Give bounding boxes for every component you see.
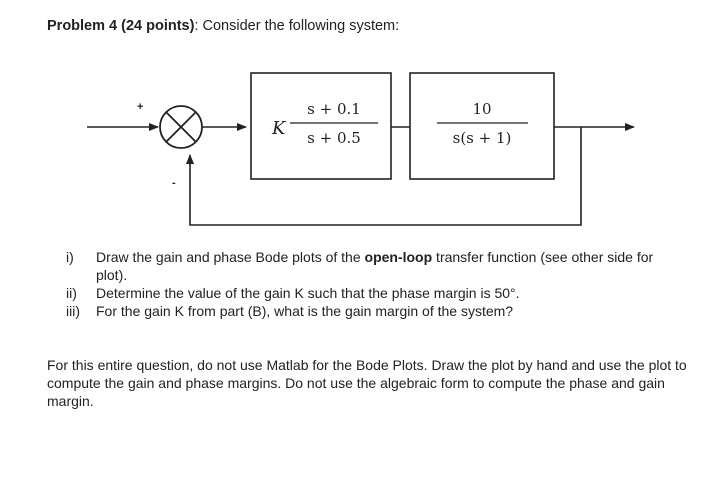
plus-sign: + — [137, 101, 143, 113]
task-text: Determine the value of the gain K such t… — [96, 285, 520, 301]
controller-numerator: s + 0.1 — [307, 100, 361, 118]
task-item: iii) For the gain K from part (B), what … — [66, 302, 656, 320]
summing-junction — [159, 105, 203, 149]
problem-title: Problem 4 (24 points) — [47, 18, 195, 34]
task-text: For the gain K from part (B), what is th… — [96, 303, 514, 319]
task-list: i) Draw the gain and phase Bode plots of… — [66, 248, 656, 320]
controller-block — [250, 72, 392, 180]
plant-denominator: s(s + 1) — [453, 129, 512, 147]
plant-block — [409, 72, 555, 180]
problem-heading: Problem 4 (24 points): Consider the foll… — [47, 18, 399, 34]
block-diagram: + - K s + 0.1 s + 0.5 10 s(s + 1) — [87, 72, 635, 226]
task-item: i) Draw the gain and phase Bode plots of… — [66, 248, 656, 284]
feedback-path — [186, 127, 582, 226]
controller-denominator: s + 0.5 — [307, 129, 361, 147]
task-item: ii) Determine the value of the gain K su… — [66, 284, 656, 302]
task-bold-term: open-loop — [364, 249, 433, 265]
minus-sign: - — [172, 177, 176, 189]
problem-intro: : Consider the following system: — [194, 18, 400, 34]
task-marker: ii) — [66, 285, 77, 301]
task-text-before: Draw the gain and phase Bode plots of th… — [96, 249, 365, 265]
task-marker: i) — [66, 249, 74, 265]
task-text-after: transfer function (see other side for pl… — [96, 249, 654, 283]
plant-numerator: 10 — [472, 100, 491, 118]
task-marker: iii) — [66, 303, 80, 319]
controller-gain: K — [271, 118, 287, 139]
instructions-paragraph: For this entire question, do not use Mat… — [47, 357, 687, 409]
